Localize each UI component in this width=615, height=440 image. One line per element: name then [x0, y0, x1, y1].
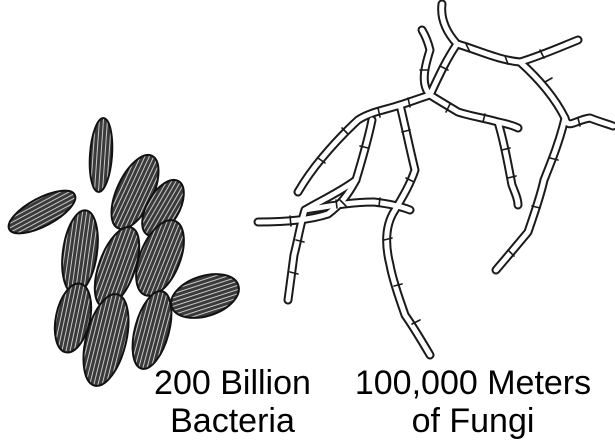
bacterium: [87, 117, 114, 192]
fungi-caption-line1: 100,000 Meters: [342, 364, 604, 402]
bacteria-caption-line1: 200 Billion: [135, 364, 330, 402]
fungi-caption-line2: of Fungi: [342, 402, 604, 440]
fungi-caption: 100,000 Meters of Fungi: [342, 364, 604, 440]
fungi-hyphae: [258, 4, 613, 355]
bacteria-caption-line2: Bacteria: [135, 402, 330, 440]
bacteria-cluster: [3, 117, 245, 390]
bacterium: [166, 266, 245, 326]
bacteria-caption: 200 Billion Bacteria: [135, 364, 330, 440]
